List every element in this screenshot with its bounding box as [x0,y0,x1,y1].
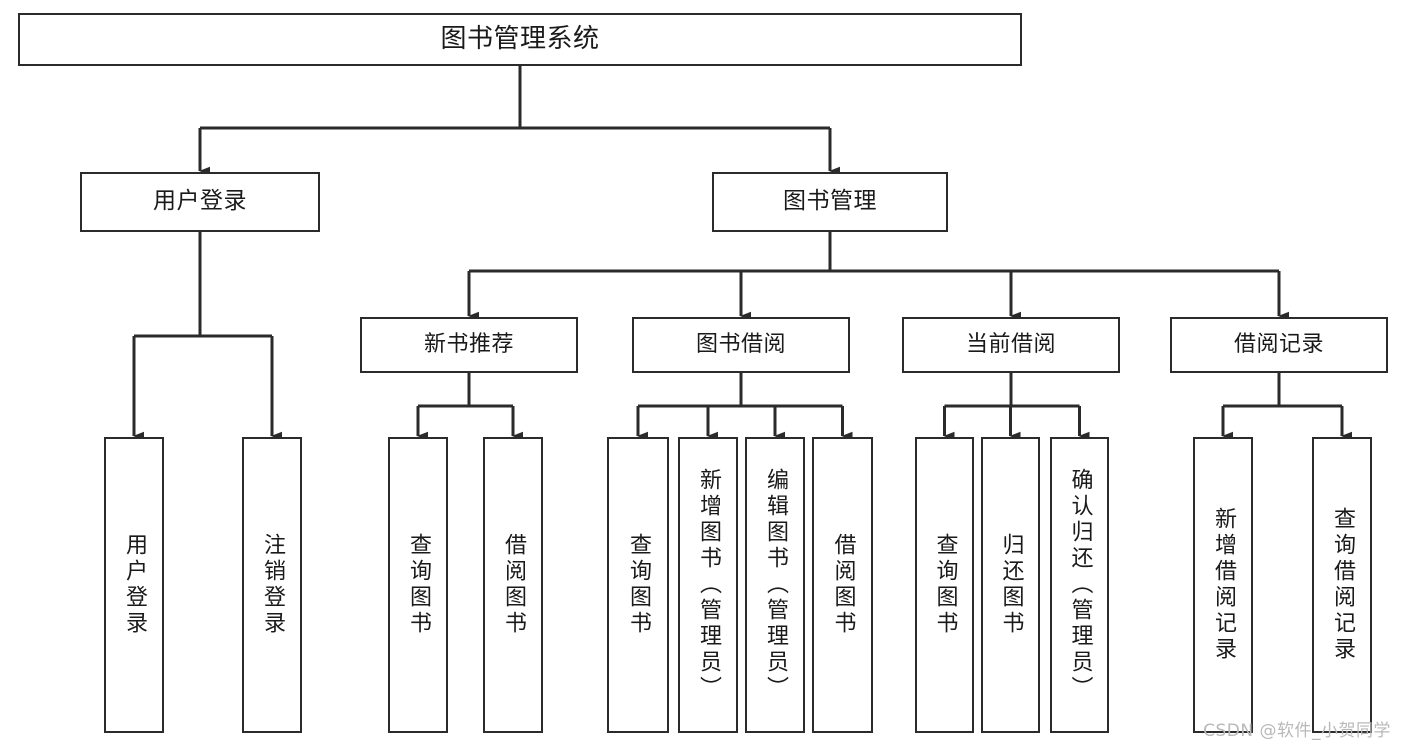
node-label-leaf-add-book: 新增图书（管理员） [695,468,721,702]
node-label-user-login: 用户登录 [153,188,247,215]
node-label-leaf-edit-book: 编辑图书（管理员） [762,468,788,702]
node-label-leaf-query-record: 查询借阅记录 [1329,507,1355,663]
node-leaf-user-logout[interactable]: 注销登录 [242,437,302,733]
connector-paths [132,66,1352,441]
node-label-leaf-query-book-1: 查询图书 [405,533,431,637]
node-label-leaf-query-book-2: 查询图书 [625,533,651,637]
node-label-leaf-borrow-book-1: 借阅图书 [500,533,526,637]
node-user-login[interactable]: 用户登录 [80,172,320,232]
node-label-leaf-return-book: 归还图书 [998,533,1024,637]
node-label-book-borrow: 图书借阅 [695,332,786,358]
node-borrow-record[interactable]: 借阅记录 [1170,317,1388,373]
node-book-borrow[interactable]: 图书借阅 [632,317,850,373]
node-label-leaf-query-book-3: 查询图书 [932,533,958,637]
node-leaf-query-book-1[interactable]: 查询图书 [388,437,448,733]
node-leaf-query-book-2[interactable]: 查询图书 [607,437,669,733]
node-label-leaf-add-record: 新增借阅记录 [1210,507,1236,663]
node-label-borrow-record: 借阅记录 [1233,332,1324,358]
watermark-label: CSDN @软件_小贺同学 [1203,721,1391,741]
node-label-new-book-rec: 新书推荐 [423,332,514,358]
node-new-book-rec[interactable]: 新书推荐 [360,317,578,373]
node-leaf-query-record[interactable]: 查询借阅记录 [1312,437,1372,733]
node-label-leaf-confirm-return: 确认归还（管理员） [1067,468,1093,702]
node-leaf-edit-book[interactable]: 编辑图书（管理员） [745,437,805,733]
node-label-current-borrow: 当前借阅 [965,332,1056,358]
node-book-manage[interactable]: 图书管理 [712,172,948,232]
node-label-book-manage: 图书管理 [783,188,877,215]
node-leaf-add-record[interactable]: 新增借阅记录 [1193,437,1253,733]
node-root[interactable]: 图书管理系统 [18,13,1022,66]
node-label-root: 图书管理系统 [440,24,600,55]
node-leaf-add-book[interactable]: 新增图书（管理员） [678,437,738,733]
node-leaf-user-login[interactable]: 用户登录 [104,437,164,733]
node-leaf-return-book[interactable]: 归还图书 [981,437,1040,733]
node-label-leaf-user-logout: 注销登录 [259,533,285,637]
node-current-borrow[interactable]: 当前借阅 [902,317,1120,373]
node-leaf-confirm-return[interactable]: 确认归还（管理员） [1050,437,1109,733]
node-label-leaf-borrow-book-2: 借阅图书 [830,533,856,637]
node-label-leaf-user-login: 用户登录 [121,533,147,637]
node-leaf-query-book-3[interactable]: 查询图书 [915,437,974,733]
node-leaf-borrow-book-2[interactable]: 借阅图书 [812,437,873,733]
node-leaf-borrow-book-1[interactable]: 借阅图书 [483,437,543,733]
